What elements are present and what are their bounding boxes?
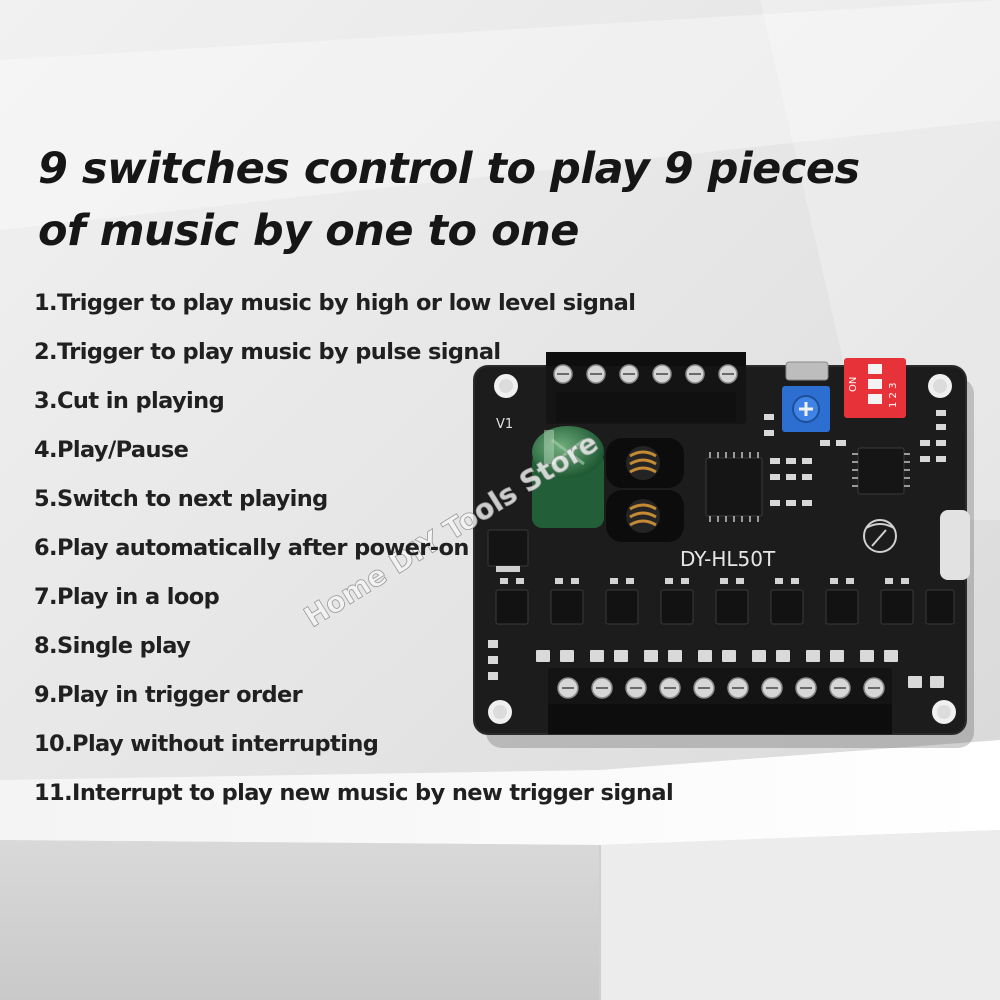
feature-item: 10.Play without interrupting — [34, 731, 379, 757]
feature-item: 8.Single play — [34, 633, 191, 659]
pcb-board: ON 1 2 3 V1 — [473, 352, 970, 735]
headline-line-1: 9 switches control to play 9 pieces — [38, 144, 860, 194]
pedestal-top — [0, 740, 1000, 845]
capacitor — [532, 426, 604, 528]
feature-item: 5.Switch to next playing — [34, 486, 328, 512]
board-version-label: V1 — [496, 417, 513, 432]
feature-item: 6.Play automatically after power-on — [34, 535, 469, 561]
page-headline: 9 switches control to play 9 pieces of m… — [38, 138, 860, 262]
feature-item: 7.Play in a loop — [34, 584, 220, 610]
controller-chip — [857, 447, 905, 495]
optocoupler-row — [495, 589, 955, 625]
top-terminal-block — [546, 352, 746, 424]
pedestal-side — [600, 830, 1000, 1000]
feature-item: 9.Play in trigger order — [34, 682, 303, 708]
feature-item: 11.Interrupt to play new music by new tr… — [34, 780, 674, 806]
background-shadow-band — [0, 0, 1000, 230]
board-logo — [863, 519, 897, 553]
potentiometer — [782, 386, 830, 432]
feature-list: 1.Trigger to play music by high or low l… — [34, 279, 674, 818]
usb-connector — [785, 361, 829, 381]
bottom-terminal-block — [548, 668, 892, 734]
feature-item: 3.Cut in playing — [34, 388, 225, 414]
feature-item: 2.Trigger to play music by pulse signal — [34, 339, 501, 365]
inductor — [606, 490, 684, 542]
pedestal-front — [0, 840, 600, 1000]
main-chip — [705, 457, 763, 517]
inductor — [606, 438, 684, 488]
mounting-hole — [928, 374, 952, 398]
mounting-hole — [494, 374, 518, 398]
feature-item: 1.Trigger to play music by high or low l… — [34, 290, 636, 316]
feature-item: 4.Play/Pause — [34, 437, 189, 463]
dip-number-label: 1 2 3 — [888, 383, 899, 408]
mounting-hole — [488, 700, 512, 724]
headline-line-2: of music by one to one — [38, 206, 579, 256]
dip-switch: ON 1 2 3 — [844, 358, 906, 418]
dip-on-label: ON — [848, 377, 859, 392]
board-model-label: DY-HL50T — [680, 547, 776, 571]
mounting-hole — [932, 700, 956, 724]
